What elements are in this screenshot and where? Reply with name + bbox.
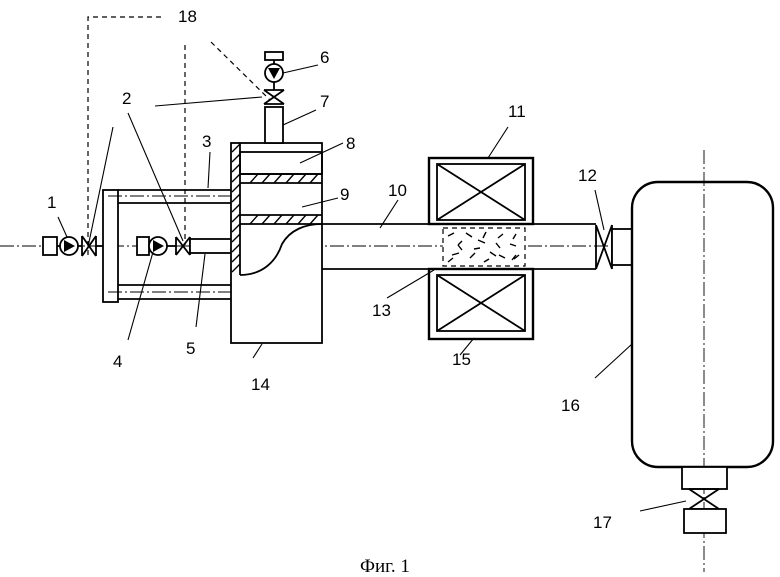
label-3: 3 <box>202 132 211 151</box>
drain-valve-17 <box>682 467 727 533</box>
label-5: 5 <box>186 339 195 358</box>
label-9: 9 <box>340 185 349 204</box>
label-8: 8 <box>346 134 355 153</box>
label-18: 18 <box>178 7 197 26</box>
label-13: 13 <box>372 301 391 320</box>
housing-14 <box>231 143 322 343</box>
leader-lines <box>58 65 686 511</box>
outlet-valve-12 <box>596 225 633 269</box>
coil-11 <box>429 158 533 224</box>
label-7: 7 <box>320 92 329 111</box>
coil-15 <box>429 269 533 339</box>
label-4: 4 <box>113 352 122 371</box>
top-inlet-assembly-6 <box>264 52 284 143</box>
label-15: 15 <box>452 350 471 369</box>
label-17: 17 <box>593 513 612 532</box>
filler-13 <box>443 228 525 266</box>
label-14: 14 <box>251 375 270 394</box>
figure-caption: Фиг. 1 <box>360 556 410 577</box>
label-11: 11 <box>508 102 526 121</box>
label-10: 10 <box>388 181 407 200</box>
label-2: 2 <box>122 89 131 108</box>
label-12: 12 <box>578 166 597 185</box>
label-1: 1 <box>47 193 56 212</box>
label-6: 6 <box>320 48 329 67</box>
label-16: 16 <box>561 396 580 415</box>
